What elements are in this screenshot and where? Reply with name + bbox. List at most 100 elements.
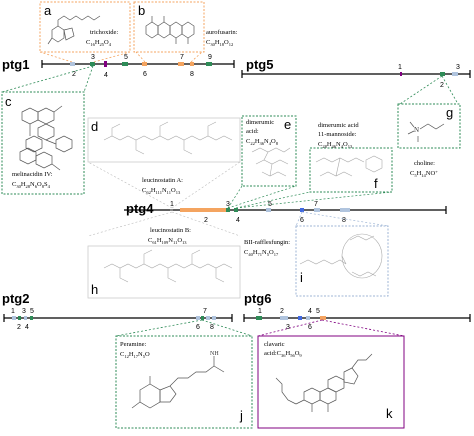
gene-marker [320,316,326,320]
gene-number: 6 [196,324,200,331]
compound-name: dimerumic acid [318,122,359,129]
structure-aurofusarin [145,16,195,44]
compound-name: choline: [414,160,435,167]
gene-number: 3 [286,324,290,331]
gene-number: 8 [190,71,194,78]
structure-trichoxide [47,15,101,45]
compound-name: melinacidin IV: [12,171,53,178]
connector-line [321,319,405,337]
panel-frame [39,1,131,53]
compound-name-2: acid: [246,128,259,135]
gene-number: 3 [456,64,460,71]
gene-number: 7 [314,201,318,208]
compound-name: leucinostatin B: [150,227,191,234]
track-label-ptg2: ptg2 [2,291,29,306]
compound-name-2: acid:C36H56O9 [264,350,302,358]
gene-number: 9 [208,54,212,61]
panel-j: j Peramine: C12H17N5O NH [115,319,253,429]
track-ptg4: ptg4 1 2 3 4 5 6 7 8 [124,201,447,224]
panel-c: c melinacidin IV: C30H28N6O8S4 [1,65,94,195]
compound-name: clavaric [264,341,285,348]
ptg4-connectors [87,161,393,237]
structure-leucinostatin-a [103,121,233,155]
compound-formula: C22H36N4O8 [246,138,279,146]
connector-line [227,185,243,209]
gene-number: 7 [203,308,207,315]
gene-number: 4 [308,308,312,315]
track-ptg5: ptg5 1 2 3 [241,57,471,89]
panel-letter: i [300,270,303,285]
panel-letter: k [386,406,393,421]
gene-number: 8 [342,217,346,224]
gene-marker [122,62,128,66]
panel-letter: b [138,3,145,18]
compound-name: Peramine: [120,341,147,348]
gene-marker [170,209,173,211]
gene-number: 5 [316,308,320,315]
panel-g: g N choline: C5H14NO+ [397,75,461,178]
gene-marker [314,208,320,212]
structure-rafflesfungin [299,233,383,279]
gene-marker [178,62,184,66]
gene-number: 3 [22,308,26,315]
panel-k: k clavaric acid:C36H56O9 [257,319,405,429]
gene-marker [256,316,262,320]
gene-number: 1 [398,64,402,71]
panel-i: i BII-rafflesfungin: C40H71N5O17 [244,225,389,297]
gene-number: 3 [91,54,95,61]
track-label-ptg6: ptg6 [244,291,271,306]
gene-number: 3 [226,201,230,208]
compound-formula: C5H14NO+ [410,169,438,178]
connector-line [171,211,241,237]
gene-number: 1 [11,308,15,315]
panel-letter: g [446,105,453,120]
gene-number: 4 [104,72,108,79]
connector-line [301,211,389,227]
gene-marker [104,61,107,67]
gene-marker [400,72,402,76]
panel-frame [257,335,405,429]
gene-marker [12,316,16,320]
track-ptg2: ptg2 1 2 3 4 5 6 7 8 [2,291,233,331]
track-label-ptg5: ptg5 [246,57,273,72]
gene-number: 6 [143,71,147,78]
structure-clavaric-acid [275,353,373,412]
gene-marker [226,208,230,212]
panel-letter: h [91,282,98,297]
compound-formula: C30H28N6O8S4 [12,181,51,189]
gene-marker [196,316,200,320]
panel-frame [115,335,253,429]
compound-name: dimerumic [246,119,274,126]
structure-leucinostatin-b [103,249,233,283]
compound-formula: C61H109N11O13 [148,237,187,245]
panel-frame [397,103,461,149]
compound-name: aurofusarin: [206,29,238,36]
gene-marker [212,316,216,320]
structure-peramine: NH [131,351,225,409]
compound-name: leucinostatin A: [142,177,183,184]
gene-marker [180,208,226,212]
compound-formula: C16H25O4 [86,39,112,47]
panel-letter: c [5,94,12,109]
connector-line [39,51,73,63]
gene-marker [234,208,238,212]
connector-line [87,211,173,237]
gene-marker [24,316,27,320]
connector-line [135,51,146,63]
panel-e: e dimerumic acid: C22H36N4O8 [241,115,297,187]
gene-number: 2 [440,82,444,89]
panel-a: a trichoxide: C16H25O4 [39,1,131,63]
amine-label: NH [210,351,219,357]
panel-frame [1,91,85,195]
gene-number: 5 [30,308,34,315]
gene-marker [300,208,304,212]
gene-marker [18,316,21,320]
panel-letter: d [91,119,98,134]
gene-marker [280,316,288,320]
panel-d: d leucinostatin A: C62H111N11O13 [87,117,241,195]
panel-frame [87,117,241,163]
gene-number: 2 [204,217,208,224]
gene-number: 1 [170,201,174,208]
compound-formula: C62H111N11O13 [142,187,181,195]
